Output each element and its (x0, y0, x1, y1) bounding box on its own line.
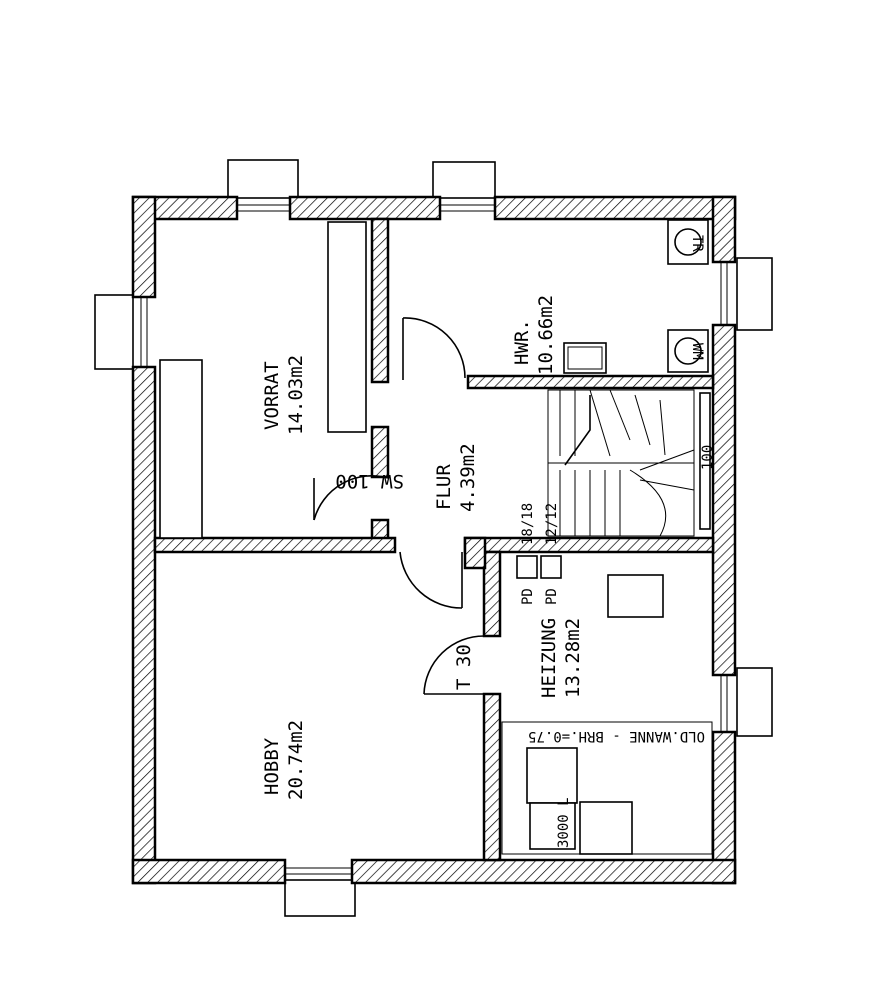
tank-capacity-label: 3000 L (556, 797, 572, 848)
room-area-hobby: 20.74m2 (285, 720, 307, 800)
annotations: SW 100 T 30 OLD.WANNE - BRH.=0.75 3000 L… (335, 445, 716, 848)
door-label-sw: SW 100 (335, 470, 404, 492)
wm-label: WM (689, 343, 705, 360)
room-area-vorrat: 14.03m2 (285, 355, 307, 435)
tr-label: TR (689, 235, 705, 252)
pd-label-1: PD (520, 588, 536, 605)
room-name-flur: FLUR (433, 464, 455, 510)
light-wells (94, 159, 773, 917)
room-name-heizung: HEIZUNG (538, 618, 560, 698)
vorrat-shelves (159, 221, 367, 539)
pd-label-2: PD (544, 588, 560, 605)
hwr-fixtures: TR WM (563, 219, 709, 374)
staircase (547, 389, 711, 537)
flue-dimension-2: 12/12 (544, 503, 560, 545)
stair-width-label: 100 (700, 445, 716, 470)
room-name-hwr: HWR. (511, 319, 533, 365)
windows (140, 204, 728, 875)
room-area-flur: 4.39m2 (457, 443, 479, 512)
oil-tank-label: OLD.WANNE - BRH.=0.75 (528, 728, 705, 744)
room-area-hwr: 10.66m2 (535, 295, 557, 375)
flue-dimension-1: 18/18 (520, 503, 536, 545)
heizung-fixtures (501, 555, 713, 855)
room-name-hobby: HOBBY (261, 737, 283, 795)
room-labels: VORRAT 14.03m2 HWR. 10.66m2 FLUR 4.39m2 … (261, 295, 584, 800)
interior-walls (153, 217, 715, 862)
room-name-vorrat: VORRAT (261, 361, 283, 430)
doors (313, 317, 485, 695)
door-label-t: T 30 (453, 644, 475, 690)
room-area-heizung: 13.28m2 (562, 618, 584, 698)
outer-walls (131, 195, 737, 885)
